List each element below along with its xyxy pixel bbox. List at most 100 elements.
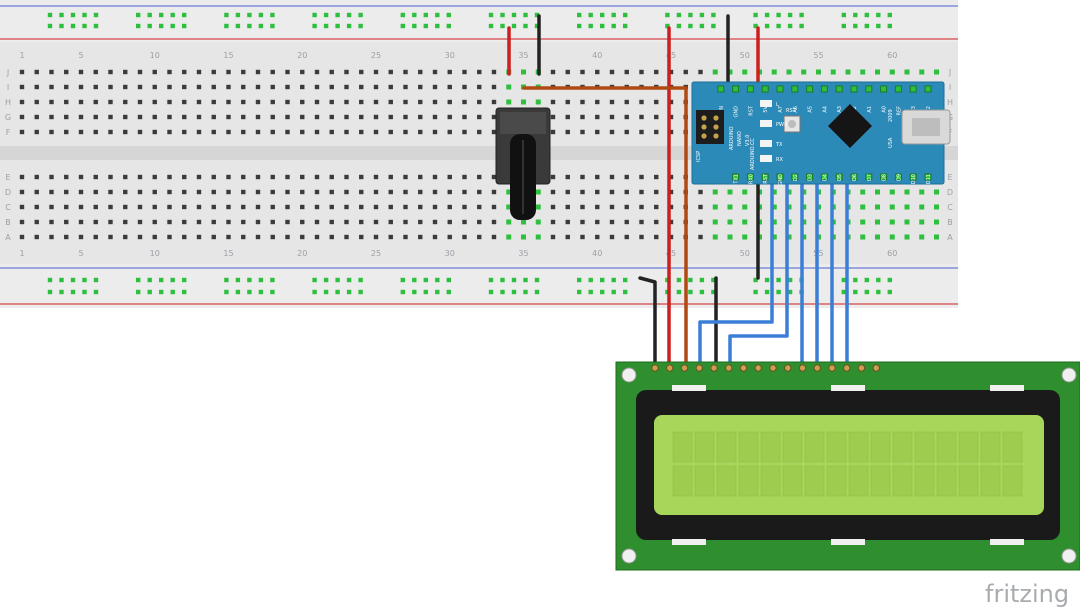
breadboard-hole [314, 99, 320, 105]
rail-hole [323, 23, 329, 29]
breadboard-hole [34, 219, 39, 225]
breadboard-hole [654, 99, 659, 105]
breadboard-hole [167, 129, 172, 135]
breadboard-hole [491, 129, 497, 135]
lcd-character-cell [870, 431, 891, 463]
breadboard-hole [211, 204, 216, 210]
lcd-character-cell [870, 465, 891, 497]
breadboard-hole [403, 234, 408, 240]
rail-hole [47, 277, 53, 283]
breadboard-hole [211, 69, 216, 75]
breadboard-hole [329, 189, 334, 195]
rail-hole [136, 277, 141, 283]
breadboard-hole [241, 219, 246, 225]
rail-hole [776, 12, 781, 18]
breadboard-hole [167, 114, 172, 120]
breadboard-hole [491, 99, 497, 105]
breadboard-hole [137, 114, 143, 120]
breadboard-hole [49, 129, 54, 135]
rail-hole [588, 289, 593, 295]
breadboard-hole [93, 204, 98, 210]
breadboard-hole [447, 219, 452, 225]
breadboard-hole [255, 204, 261, 210]
breadboard-hole [580, 234, 585, 240]
nano-label-rst: RST [786, 108, 797, 114]
breadboard-hole [609, 189, 615, 195]
lcd-character-cell [914, 431, 935, 463]
breadboard-hole [359, 234, 364, 240]
breadboard-hole [285, 84, 290, 90]
breadboard-hole [285, 219, 290, 225]
breadboard-hole [34, 84, 39, 90]
breadboard-hole [123, 114, 128, 120]
nano-pin-label: REF [896, 106, 902, 116]
connected-hole [860, 69, 866, 75]
column-number: 10 [150, 51, 160, 60]
rail-hole [147, 23, 152, 29]
rail-hole [776, 23, 781, 29]
rail-hole [841, 277, 846, 283]
nano-pin [820, 173, 828, 181]
breadboard-hole [255, 69, 261, 75]
breadboard-hole [432, 84, 438, 90]
breadboard-hole [668, 174, 674, 180]
breadboard-hole [226, 204, 231, 210]
connected-hole [506, 99, 512, 105]
breadboard-hole [477, 204, 482, 210]
breadboard-hole [182, 84, 187, 90]
breadboard-hole [34, 234, 39, 240]
rail-hole [699, 289, 705, 295]
breadboard-hole [639, 234, 644, 240]
rail-hole [688, 277, 693, 283]
rail-hole [776, 289, 781, 295]
breadboard-hole [300, 174, 305, 180]
breadboard-hole [226, 234, 231, 240]
lcd-character-cell [782, 431, 803, 463]
breadboard-hole [595, 204, 600, 210]
breadboard-hole [285, 114, 290, 120]
nano-pin-label: RST [748, 105, 754, 116]
breadboard-hole [64, 219, 69, 225]
rail-hole [136, 289, 141, 295]
breadboard-hole [491, 204, 497, 210]
breadboard-hole [565, 114, 570, 120]
nano-pin [835, 173, 843, 181]
breadboard-hole [167, 174, 172, 180]
rail-hole [853, 12, 858, 18]
breadboard-hole [432, 189, 438, 195]
connected-hole [786, 219, 792, 225]
rail-hole [534, 289, 540, 295]
breadboard-hole [447, 114, 452, 120]
breadboard-hole [609, 99, 615, 105]
rail-hole [887, 289, 892, 295]
breadboard-hole [152, 114, 157, 120]
breadboard-hole [300, 219, 305, 225]
breadboard-hole [211, 234, 216, 240]
rail-hole [47, 289, 53, 295]
column-number: 45 [666, 249, 676, 258]
breadboard-hole [300, 84, 305, 90]
rail-hole [247, 12, 252, 18]
breadboard-hole [270, 204, 275, 210]
rail-hole [224, 12, 229, 18]
breadboard-hole [388, 219, 393, 225]
breadboard-hole [329, 99, 334, 105]
breadboard-hole [167, 189, 172, 195]
breadboard-hole [152, 174, 157, 180]
breadboard-hole [255, 129, 261, 135]
breadboard-hole [285, 129, 290, 135]
breadboard-hole [580, 69, 585, 75]
lcd-character-cell [1002, 431, 1023, 463]
connected-hole [535, 99, 541, 105]
breadboard-hole [78, 69, 84, 75]
rail-hole [876, 289, 881, 295]
breadboard-hole [226, 84, 231, 90]
breadboard-hole [255, 114, 261, 120]
breadboard-hole [270, 114, 275, 120]
rail-hole [446, 23, 451, 29]
nano-pin-label: D5 [837, 174, 843, 181]
connected-hole [521, 219, 526, 225]
breadboard-hole [447, 84, 452, 90]
breadboard-hole [196, 204, 202, 210]
rail-hole [711, 23, 716, 29]
